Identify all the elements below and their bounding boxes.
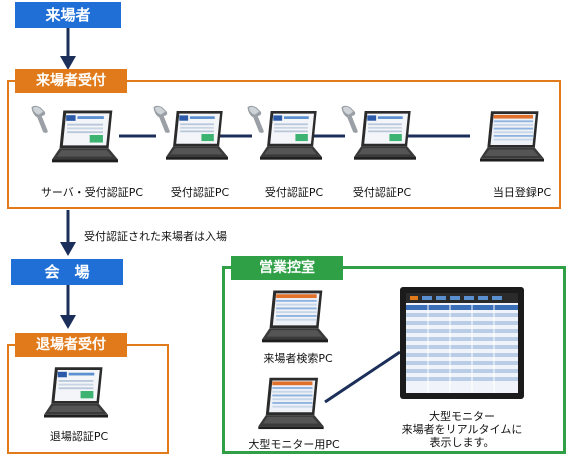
barcode-scanner-icon bbox=[30, 104, 52, 134]
visitor-label: 来場者 bbox=[15, 2, 121, 28]
reception-pc-3 bbox=[246, 100, 320, 168]
reception-title: 来場者受付 bbox=[15, 69, 127, 93]
registration-pc bbox=[480, 104, 546, 168]
sales-room-title: 営業控室 bbox=[231, 256, 343, 280]
monitor-pc bbox=[258, 374, 328, 432]
entry-note: 受付認証された来場者は入場 bbox=[84, 230, 227, 243]
monitor-caption-line-1: 大型モニター bbox=[429, 410, 495, 423]
reception-pc-2-label: 受付認証PC bbox=[170, 186, 230, 199]
sales-room-frame bbox=[222, 266, 566, 454]
arrow-reception-to-venue bbox=[60, 210, 76, 256]
monitor-caption-line-2: 来場者をリアルタイムに bbox=[401, 423, 523, 436]
laptop-icon bbox=[44, 362, 108, 420]
reception-pc-4 bbox=[340, 100, 414, 168]
reception-frame bbox=[7, 80, 561, 209]
arrow-venue-to-exit bbox=[60, 285, 76, 329]
laptop-icon bbox=[480, 106, 544, 164]
registration-pc-label: 当日登録PC bbox=[492, 186, 552, 199]
arrow-visitor-to-reception bbox=[60, 28, 76, 70]
exit-title: 退場者受付 bbox=[15, 333, 127, 357]
search-pc bbox=[262, 286, 332, 348]
reception-pc-4-label: 受付認証PC bbox=[352, 186, 412, 199]
exit-pc bbox=[44, 362, 114, 424]
reception-pc-1-label: サーバ・受付認証PC bbox=[40, 186, 144, 199]
search-pc-label: 来場者検索PC bbox=[263, 352, 333, 365]
venue-label: 会 場 bbox=[11, 259, 123, 285]
reception-pc-2 bbox=[152, 100, 226, 168]
reception-pc-3-label: 受付認証PC bbox=[264, 186, 324, 199]
laptop-icon bbox=[166, 106, 228, 162]
laptop-icon bbox=[260, 106, 322, 162]
monitor-pc-label: 大型モニター用PC bbox=[248, 438, 340, 451]
laptop-icon bbox=[354, 106, 416, 162]
reception-pc-1 bbox=[30, 100, 124, 168]
laptop-icon bbox=[262, 286, 328, 344]
laptop-icon bbox=[258, 374, 324, 430]
exit-pc-label: 退場認証PC bbox=[49, 430, 109, 443]
monitor-caption-line-3: 表示します。 bbox=[429, 436, 495, 449]
large-monitor-icon bbox=[400, 287, 524, 399]
laptop-icon bbox=[52, 106, 118, 164]
